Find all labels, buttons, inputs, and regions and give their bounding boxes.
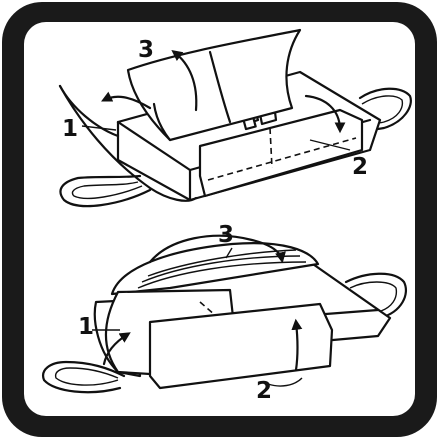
- top-flap-three: [126, 28, 302, 142]
- bottom-label-two: 2: [256, 378, 272, 404]
- left-ear-loop-bottom: [42, 360, 126, 394]
- fold-down-arrow: [304, 94, 346, 134]
- top-flap-one: [58, 84, 198, 202]
- bottom-step-illustration: 3 1 2: [42, 222, 407, 404]
- fold-left-arrow-bottom: [102, 332, 131, 366]
- top-label-one: 1: [62, 116, 78, 142]
- top-label-three: 3: [138, 37, 154, 63]
- bottom-label-three: 3: [218, 222, 234, 248]
- fold-left-arrow: [101, 91, 152, 110]
- fold-up-arrow-bottom: [291, 318, 303, 372]
- left-ear-loop: [59, 174, 152, 208]
- fold-over-arrow: [148, 234, 286, 264]
- fold-up-arrow: [171, 50, 198, 112]
- bottom-panel-two: [148, 302, 334, 390]
- top-step-illustration: 3 1 2: [58, 28, 412, 208]
- top-label-two: 2: [352, 154, 368, 180]
- bottom-label-one: 1: [78, 314, 94, 340]
